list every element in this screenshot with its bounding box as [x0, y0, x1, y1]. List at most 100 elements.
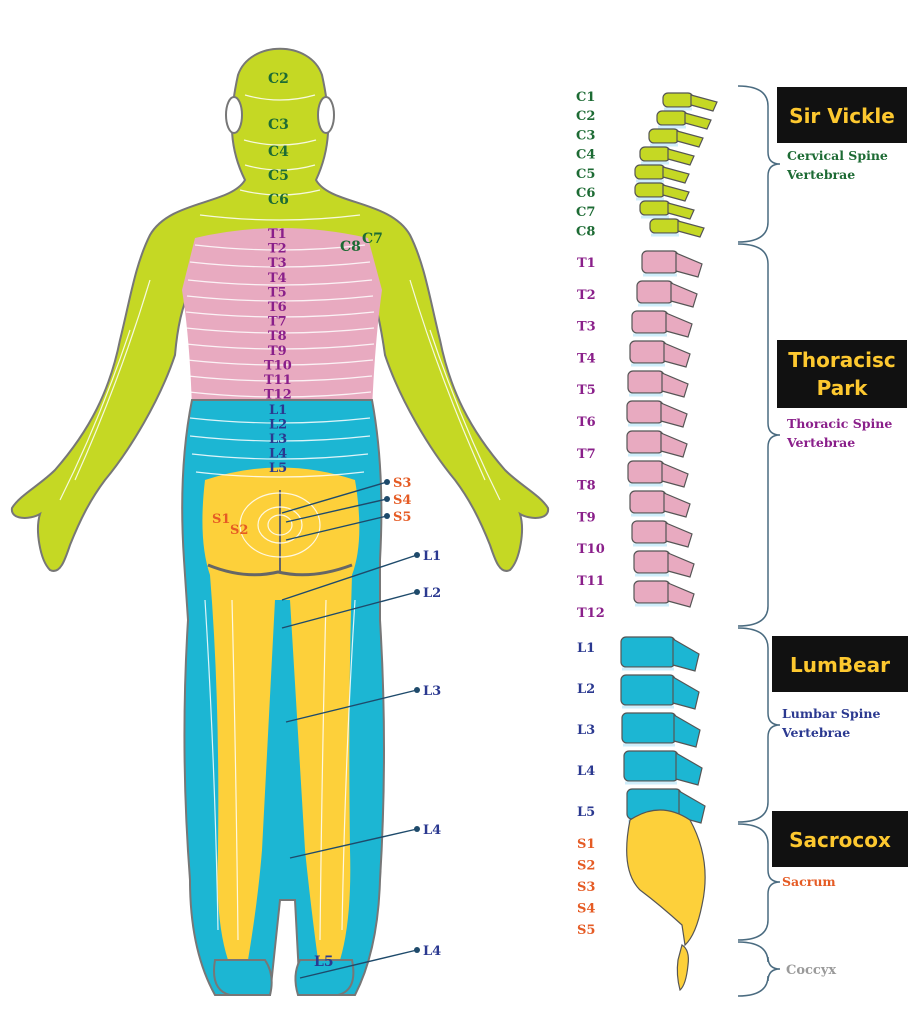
body-label-t5: T5 [268, 285, 287, 300]
cervical-vertebra [648, 128, 704, 148]
callout-label-l1: L1 [423, 549, 441, 564]
body-label-c4: C4 [268, 144, 289, 160]
body-label-t9: T9 [268, 344, 287, 359]
spine-label-t6: T6 [577, 415, 596, 430]
thoracic-vertebra [633, 580, 695, 608]
spine-label-t9: T9 [577, 510, 596, 525]
section-subtitle: Vertebrae [786, 435, 855, 450]
spine-label-t12: T12 [577, 606, 605, 621]
section-subtitle: Vertebrae [786, 167, 855, 182]
callout-dot [414, 826, 420, 832]
callout-dot [414, 589, 420, 595]
body-label-l3: L3 [269, 432, 287, 447]
bracket [737, 243, 781, 627]
cervical-vertebra [649, 218, 705, 238]
body-label-t11: T11 [264, 373, 292, 388]
body-label-t1: T1 [268, 227, 287, 242]
spine-label-s3: S3 [577, 880, 595, 895]
body-label-c8: C8 [340, 239, 361, 255]
cervical-vertebra [639, 200, 695, 220]
right-ear [317, 96, 335, 134]
spine-label-t7: T7 [577, 447, 596, 462]
section-title: Sacrocox [789, 828, 891, 852]
section-title: Thoracisc [788, 348, 895, 372]
body-label-s1: S1 [212, 512, 230, 527]
spine-label-l2: L2 [577, 682, 595, 697]
body-label-t3: T3 [268, 256, 287, 271]
section-title: LumBear [790, 653, 890, 677]
callout-label-l4: L4 [423, 944, 441, 959]
bracket [737, 941, 781, 997]
thoracic-vertebra [626, 400, 688, 428]
thoracic-vertebra [631, 310, 693, 338]
callout-dot [384, 479, 390, 485]
spine-label-c8: C8 [576, 224, 595, 239]
callout-line [299, 949, 418, 979]
spine-label-c1: C1 [576, 90, 595, 105]
gluteal-fold [207, 563, 353, 577]
thoracic-vertebra [627, 460, 689, 488]
callout-label-s4: S4 [393, 493, 411, 508]
lumbar-vertebra [620, 674, 700, 710]
spine-label-t4: T4 [577, 351, 596, 366]
section-subtitle: Sacrum [782, 874, 836, 889]
spine-label-c2: C2 [576, 109, 595, 124]
callout-line [285, 498, 388, 523]
callout-dot [384, 513, 390, 519]
section-title: Park [817, 376, 868, 400]
thoracic-vertebra [629, 340, 691, 368]
callout-dot [384, 496, 390, 502]
spine-column [620, 92, 718, 992]
callout-line [281, 554, 418, 601]
body-label-l1: L1 [269, 403, 287, 418]
spine-label-s2: S2 [577, 859, 595, 874]
thoracic-region [182, 228, 382, 410]
thoracic-vertebra [636, 280, 698, 308]
bracket [737, 823, 781, 941]
region-brackets [737, 85, 781, 997]
spine-label-s1: S1 [577, 837, 595, 852]
body-label-l2: L2 [269, 418, 287, 433]
body-label-l5: L5 [269, 461, 287, 476]
callout-line [285, 515, 388, 541]
body-figure [10, 47, 550, 996]
cervical-vertebra [634, 164, 690, 184]
left-ear [225, 96, 243, 134]
callout-label-l3: L3 [423, 684, 441, 699]
spine-label-c7: C7 [576, 205, 595, 220]
body-label-t6: T6 [268, 300, 287, 315]
thoracic-vertebra [641, 250, 703, 278]
section-box-bg [772, 636, 908, 692]
section-subtitle: Cervical Spine [787, 148, 888, 163]
callout-line [281, 591, 418, 629]
coccyx-label: Coccyx [786, 963, 836, 978]
callout-dot [414, 687, 420, 693]
body-label-t12: T12 [264, 388, 292, 403]
thoracic-vertebra [627, 370, 689, 398]
spine-label-c3: C3 [576, 128, 595, 143]
body-label-l4: L4 [269, 447, 287, 462]
cervical-vertebra [656, 110, 712, 130]
left-foot [213, 959, 273, 996]
spine-labels: C1C2C3C4C5C6C7C8T1T2T3T4T5T6T7T8T9T10T11… [576, 90, 605, 938]
spine-label-t5: T5 [577, 383, 596, 398]
callout-label-l2: L2 [423, 586, 441, 601]
cervical-vertebra [634, 182, 690, 202]
spine-label-t3: T3 [577, 320, 596, 335]
sacral-region [202, 467, 360, 960]
body-label-t10: T10 [264, 358, 292, 373]
section-title: Sir Vickle [789, 104, 895, 128]
lumbar-vertebra [621, 712, 701, 748]
spine-label-t1: T1 [577, 256, 596, 271]
spine-label-l5: L5 [577, 805, 595, 820]
callout-line [281, 481, 388, 514]
spine-label-s4: S4 [577, 902, 595, 917]
